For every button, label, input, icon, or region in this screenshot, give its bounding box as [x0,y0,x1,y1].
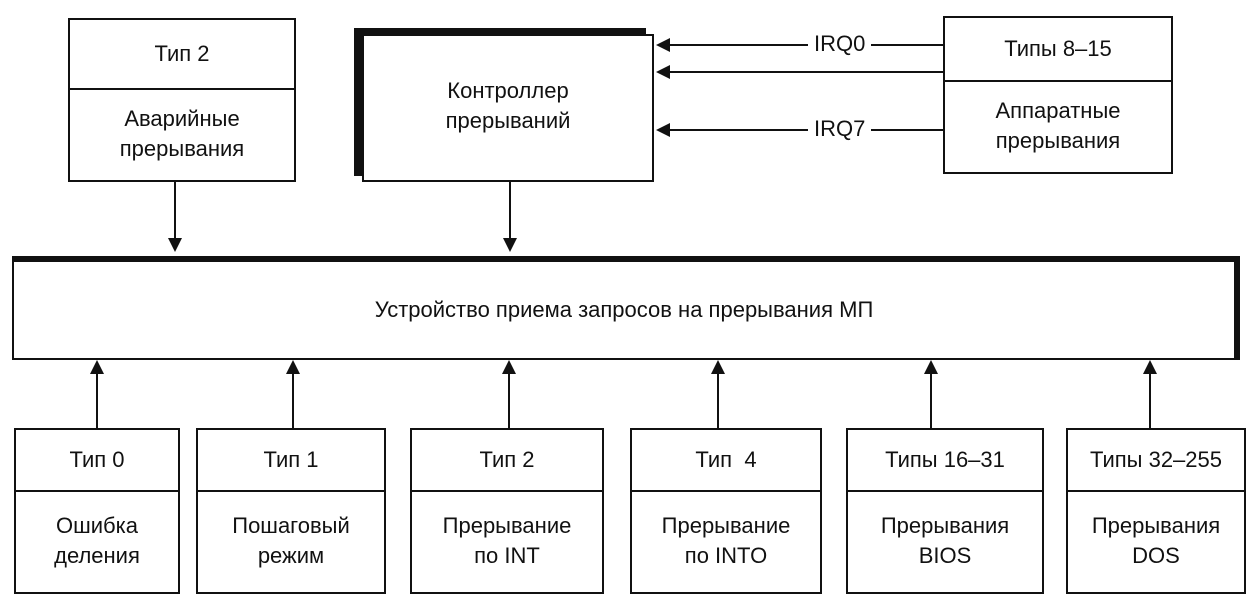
type-int-desc: Прерывание по INT [412,490,602,592]
bios-box: Типы 16–31 Прерывания BIOS [846,428,1044,594]
type-int-line1: Прерывание [442,513,572,538]
emergency-interrupts-box: Тип 2 Аварийные прерывания [68,18,296,182]
type0-head: Тип 0 [16,430,178,492]
interrupt-controller-line2: прерываний [445,108,571,133]
hardware-interrupts-type: Типы 8–15 [945,18,1171,82]
hardware-interrupts-box: Типы 8–15 Аппаратные прерывания [943,16,1173,174]
type-int-line2: по INT [474,543,540,568]
dos-box: Типы 32–255 Прерывания DOS [1066,428,1246,594]
interrupt-request-receiver: Устройство приема запросов на прерывания… [12,256,1240,360]
hardware-interrupts-line1: Аппаратные [995,98,1121,123]
dos-desc: Прерывания DOS [1068,490,1244,592]
type0-line2: деления [54,543,140,568]
bios-desc: Прерывания BIOS [848,490,1042,592]
type-into-box: Тип 4 Прерывание по INTO [630,428,822,594]
emergency-interrupts-desc: Аварийные прерывания [70,88,294,180]
hardware-interrupts-line2: прерывания [995,128,1121,153]
type-into-line1: Прерывание [661,513,791,538]
receiver-label: Устройство приема запросов на прерывания… [374,297,874,322]
type-into-line2: по INTO [684,543,768,568]
interrupt-controller-line1: Контроллер [447,78,569,103]
emergency-interrupts-type: Тип 2 [70,20,294,90]
type-into-desc: Прерывание по INTO [632,490,820,592]
dos-head: Типы 32–255 [1068,430,1244,492]
irq0-label: IRQ0 [808,31,872,57]
dos-line2: DOS [1132,543,1180,568]
type-int-head: Тип 2 [412,430,602,492]
bios-line2: BIOS [918,543,972,568]
hardware-interrupts-desc: Аппаратные прерывания [945,80,1171,172]
emergency-interrupts-line1: Аварийные [124,106,240,131]
type-into-head: Тип 4 [632,430,820,492]
interrupt-controller-label: Контроллер прерываний [364,36,652,180]
type1-desc: Пошаговый режим [198,490,384,592]
type-int-box: Тип 2 Прерывание по INT [410,428,604,594]
type0-desc: Ошибка деления [16,490,178,592]
type1-line1: Пошаговый [232,513,350,538]
interrupt-controller-box: Контроллер прерываний [362,34,654,182]
irq7-label: IRQ7 [808,116,872,142]
bios-head: Типы 16–31 [848,430,1042,492]
bios-line1: Прерывания [880,513,1010,538]
type1-line2: режим [257,543,325,568]
emergency-interrupts-line2: прерывания [119,136,245,161]
type1-head: Тип 1 [198,430,384,492]
type0-box: Тип 0 Ошибка деления [14,428,180,594]
dos-line1: Прерывания [1091,513,1221,538]
type1-box: Тип 1 Пошаговый режим [196,428,386,594]
type0-line1: Ошибка [55,513,138,538]
